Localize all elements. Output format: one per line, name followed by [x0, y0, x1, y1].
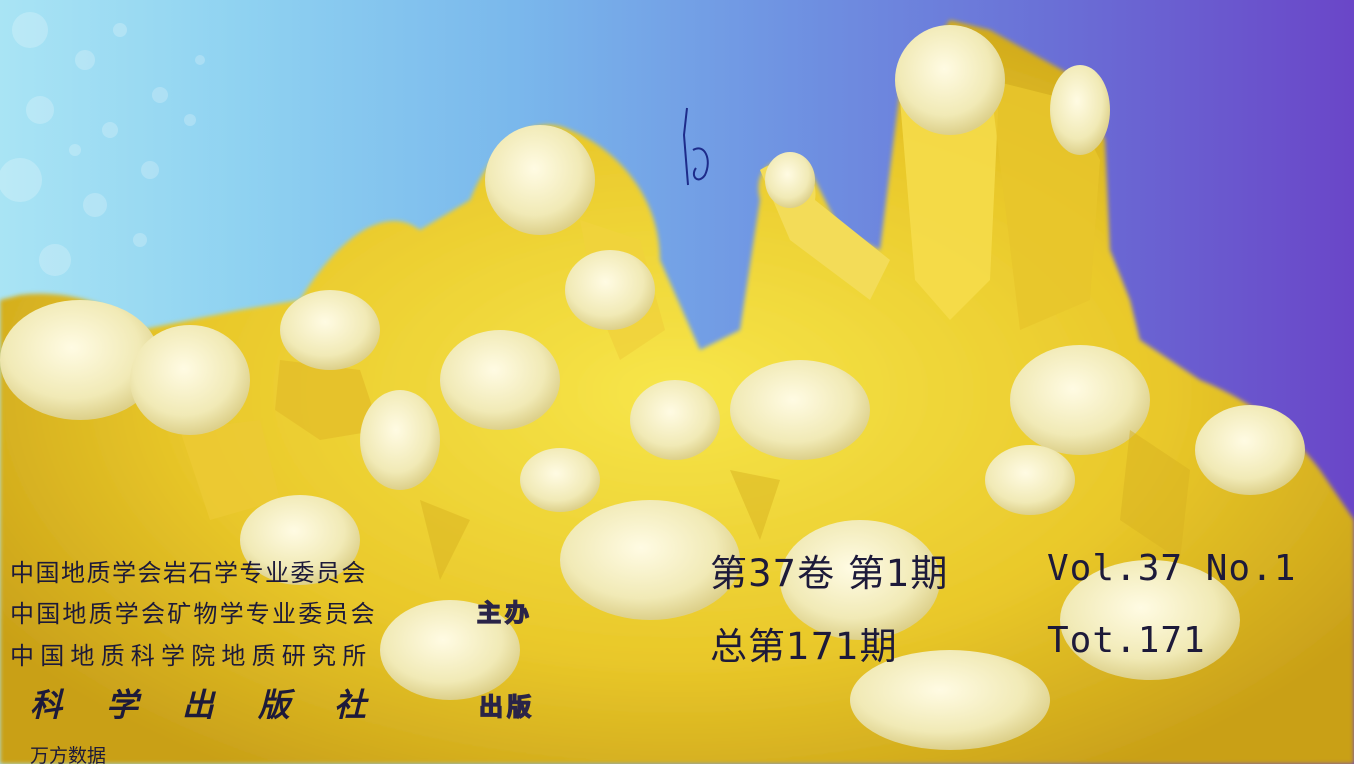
total-issue-english: Tot.171	[1047, 620, 1206, 661]
background-dot-pattern	[0, 12, 205, 342]
organizer-line-mineralogy: 中国地质学会矿物学专业委员会	[10, 600, 377, 628]
pen-mark	[682, 107, 709, 186]
watermark-text: 万方数据	[30, 745, 107, 764]
volume-issue-english: Vol.37 No.1	[1047, 548, 1297, 589]
sponsor-label: 主办	[476, 598, 533, 627]
organizer-line-petrology: 中国地质学会岩石学专业委员会	[10, 559, 367, 587]
organizer-line-institute: 中国地质科学院地质研究所	[10, 642, 373, 670]
publisher-name: 科学出版社	[30, 686, 411, 724]
publish-label: 出版	[478, 692, 535, 721]
crystal-cluster	[0, 20, 1354, 764]
total-issue-chinese: 总第171期	[710, 625, 898, 668]
volume-issue-chinese: 第37卷 第1期	[710, 552, 949, 595]
